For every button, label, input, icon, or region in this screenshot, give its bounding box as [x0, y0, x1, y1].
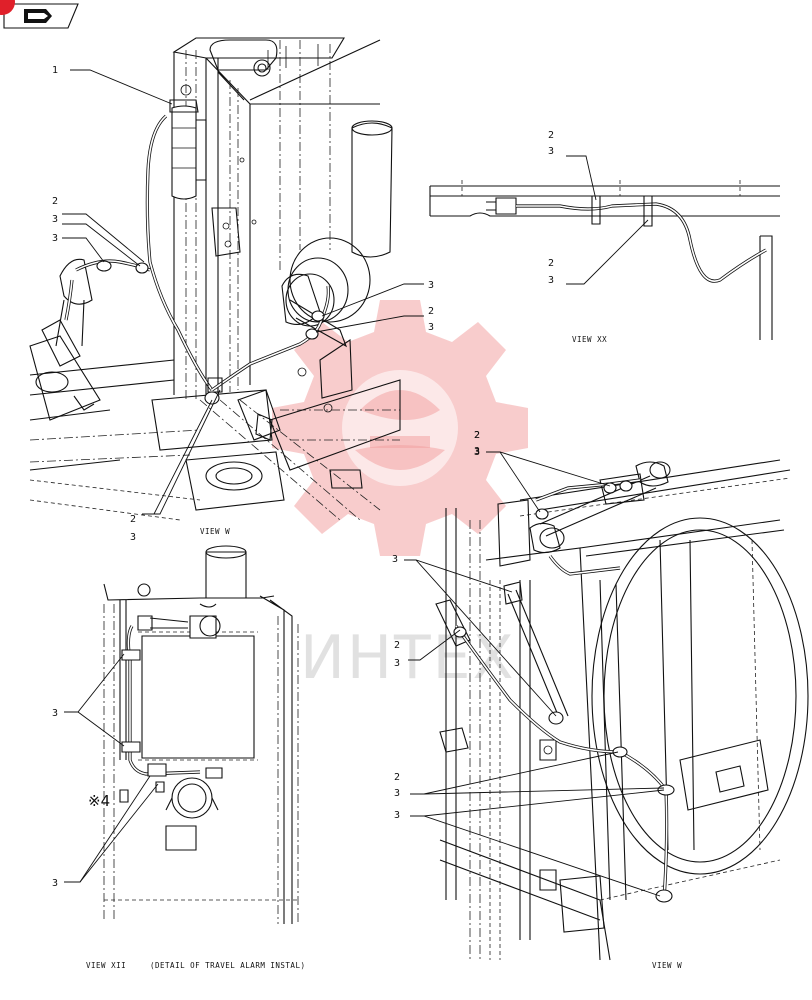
callout-label: 3: [394, 788, 400, 799]
callout-label: 3: [130, 532, 136, 543]
callout-label: 3: [428, 322, 434, 333]
callout-label: 2: [52, 196, 58, 207]
callout-label: 3: [392, 554, 398, 565]
view-w-caption: VIEW W: [200, 527, 230, 536]
callout-label: 2: [474, 430, 480, 441]
view-xii-caption: VIEW XII: [86, 961, 126, 970]
callout-label: 3: [52, 214, 58, 225]
callout-label: 2: [394, 772, 400, 783]
callout-label: 2: [548, 130, 554, 141]
view-w-drawing: [29, 37, 424, 521]
view-xii-callouts: 3 3 ※4: [52, 708, 110, 889]
callout-label: 2: [130, 514, 136, 525]
callout-label: 3: [428, 280, 434, 291]
view-xii-drawing: [64, 545, 299, 924]
callout-label: 3: [474, 447, 480, 458]
callout-label: 2: [394, 640, 400, 651]
view-wl-callouts: 2 3 3 2 3 2 3 3: [392, 430, 480, 821]
view-wl-drawing: [404, 451, 809, 961]
view-xii-detail: (DETAIL OF TRAVEL ALARM INSTAL): [150, 961, 305, 970]
view-wl-caption: VIEW W: [652, 961, 682, 970]
nav-back-button[interactable]: [3, 3, 79, 29]
view-w-callouts: 1 2 3 3 3 2 3 2 3 2 3: [52, 65, 480, 543]
view-xx-caption: VIEW XX: [572, 335, 607, 344]
view-xii-note: ※4: [88, 792, 110, 810]
callout-label: 3: [52, 878, 58, 889]
red-corner-badge-icon: [0, 0, 15, 15]
callout-label: 3: [548, 146, 554, 157]
callout-label: 3: [394, 810, 400, 821]
watermark-text: ИНТЕХ: [300, 623, 516, 693]
view-xx-callouts: 2 3 2 3: [548, 130, 554, 286]
callout-label: 2: [548, 258, 554, 269]
callout-label: 3: [474, 446, 480, 457]
book-arrow-icon: [24, 9, 52, 23]
callout-label: 2: [474, 430, 480, 441]
callout-label: 3: [52, 708, 58, 719]
callout-label: 1: [52, 65, 58, 76]
callout-label: 2: [428, 306, 434, 317]
view-xx-drawing: [429, 155, 780, 340]
callout-label: 3: [548, 275, 554, 286]
callout-label: 3: [394, 658, 400, 669]
callout-label: 3: [52, 233, 58, 244]
